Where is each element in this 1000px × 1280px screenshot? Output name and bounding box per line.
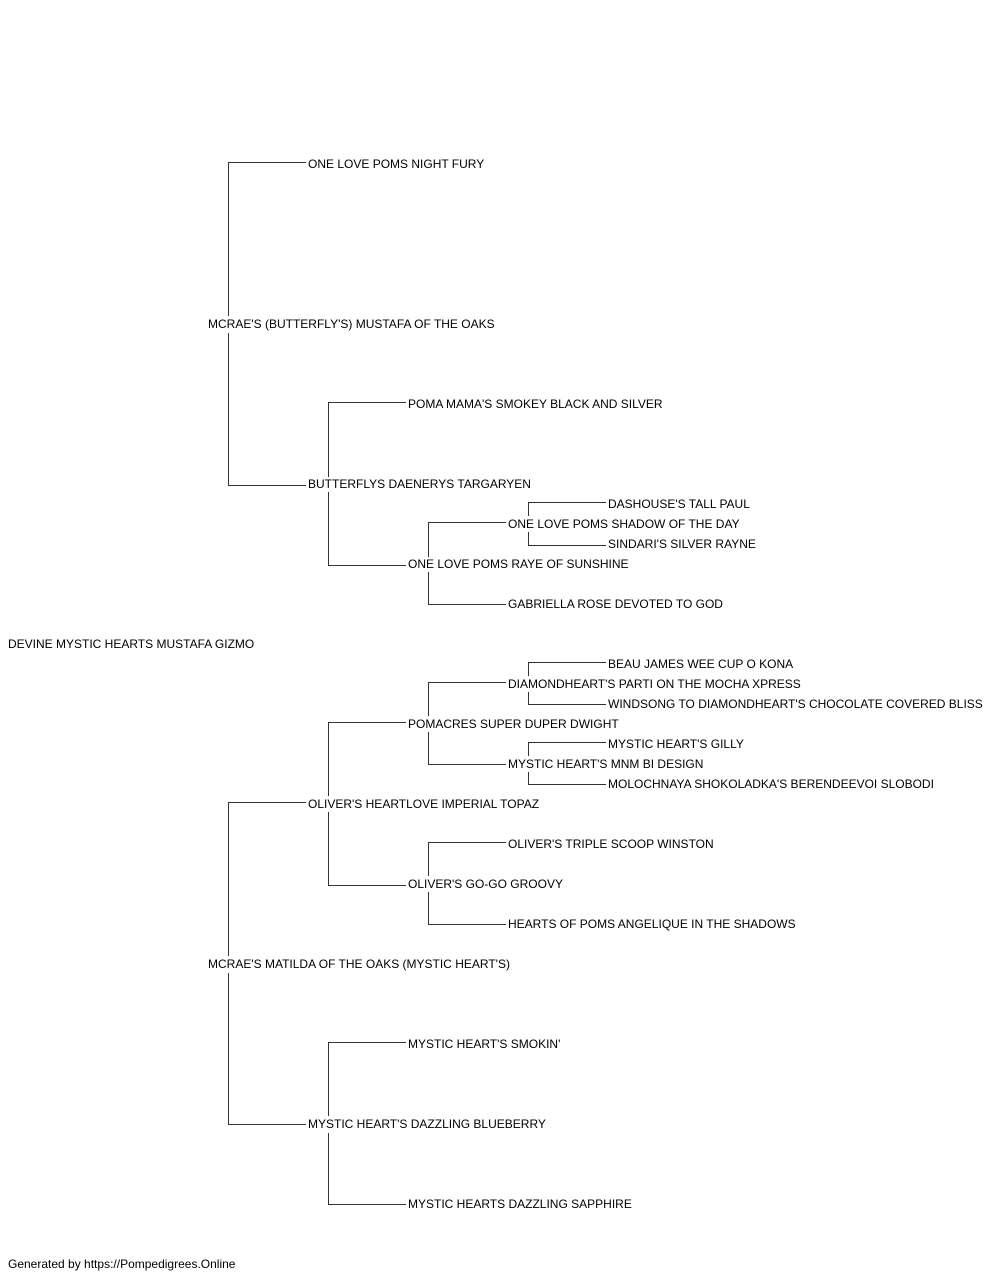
connector-sire-dam-dam-sire <box>428 522 506 557</box>
connector-sire-dam-dam-dam <box>428 572 506 605</box>
connector-blueberry-sire <box>328 1042 406 1116</box>
dam-sire-dam-dam: HEARTS OF POMS ANGELIQUE IN THE SHADOWS <box>507 917 797 931</box>
connector-mnm-sire <box>528 742 606 756</box>
connector-sire-dam-dam <box>328 492 406 566</box>
dam-dam-sire: MYSTIC HEART'S SMOKIN' <box>407 1037 562 1051</box>
connector-dam-sire <box>228 802 306 956</box>
dam-sire: OLIVER'S HEARTLOVE IMPERIAL TOPAZ <box>307 797 541 811</box>
connector-groovy-sire <box>428 842 506 876</box>
dam-sire-sire-sire: DIAMONDHEART'S PARTI ON THE MOCHA XPRESS <box>507 677 802 691</box>
dam-sire-dam: OLIVER'S GO-GO GROOVY <box>407 877 564 891</box>
sire-dam-dam-sire-sire: DASHOUSE'S TALL PAUL <box>607 497 751 511</box>
connector-dwight-dam <box>428 732 506 765</box>
sire: MCRAE'S (BUTTERFLY'S) MUSTAFA OF THE OAK… <box>207 317 496 331</box>
dam-sire-sire: POMACRES SUPER DUPER DWIGHT <box>407 717 620 731</box>
dam-sire-sire-dam-sire: MYSTIC HEART'S GILLY <box>607 737 745 751</box>
sire-dam-dam-sire: ONE LOVE POMS SHADOW OF THE DAY <box>507 517 741 531</box>
connector-blueberry-dam <box>328 1133 406 1205</box>
sire-dam-dam-dam: GABRIELLA ROSE DEVOTED TO GOD <box>507 597 724 611</box>
dam-sire-sire-sire-dam: WINDSONG TO DIAMONDHEART'S CHOCOLATE COV… <box>607 697 984 711</box>
generator-credit: Generated by https://Pompedigrees.Online <box>8 1257 236 1271</box>
sire-dam: BUTTERFLYS DAENERYS TARGARYEN <box>307 477 532 491</box>
dam-sire-sire-dam-dam: MOLOCHNAYA SHOKOLADKA'S BERENDEEVOI SLOB… <box>607 777 935 791</box>
connector-topaz-sire <box>328 722 406 796</box>
dam-dam-dam: MYSTIC HEARTS DAZZLING SAPPHIRE <box>407 1197 633 1211</box>
connector-dam-dam <box>228 973 306 1125</box>
connector-shadow-sire <box>528 502 606 516</box>
dam-sire-dam-sire: OLIVER'S TRIPLE SCOOP WINSTON <box>507 837 715 851</box>
connector-groovy-dam <box>428 892 506 925</box>
connector-sire-sire <box>228 162 306 316</box>
dam: MCRAE'S MATILDA OF THE OAKS (MYSTIC HEAR… <box>207 957 511 971</box>
sire-dam-dam-sire-dam: SINDARI'S SILVER RAYNE <box>607 537 757 551</box>
connector-sire-dam-sire <box>328 402 406 477</box>
connector-shadow-dam <box>528 532 606 546</box>
connector-parti-sire <box>528 662 606 676</box>
subject-dog: DEVINE MYSTIC HEARTS MUSTAFA GIZMO <box>7 637 256 651</box>
connector-dwight-sire <box>428 682 506 716</box>
dam-sire-sire-dam: MYSTIC HEART'S MNM BI DESIGN <box>507 757 705 771</box>
sire-dam-dam: ONE LOVE POMS RAYE OF SUNSHINE <box>407 557 630 571</box>
connector-parti-dam <box>528 692 606 705</box>
connector-topaz-dam <box>328 812 406 886</box>
sire-sire: ONE LOVE POMS NIGHT FURY <box>307 157 486 171</box>
sire-dam-sire: POMA MAMA'S SMOKEY BLACK AND SILVER <box>407 397 664 411</box>
connector-sire-dam <box>228 333 306 486</box>
dam-sire-sire-sire-sire: BEAU JAMES WEE CUP O KONA <box>607 657 795 671</box>
connector-mnm-dam <box>528 772 606 785</box>
dam-dam: MYSTIC HEART'S DAZZLING BLUEBERRY <box>307 1117 547 1131</box>
